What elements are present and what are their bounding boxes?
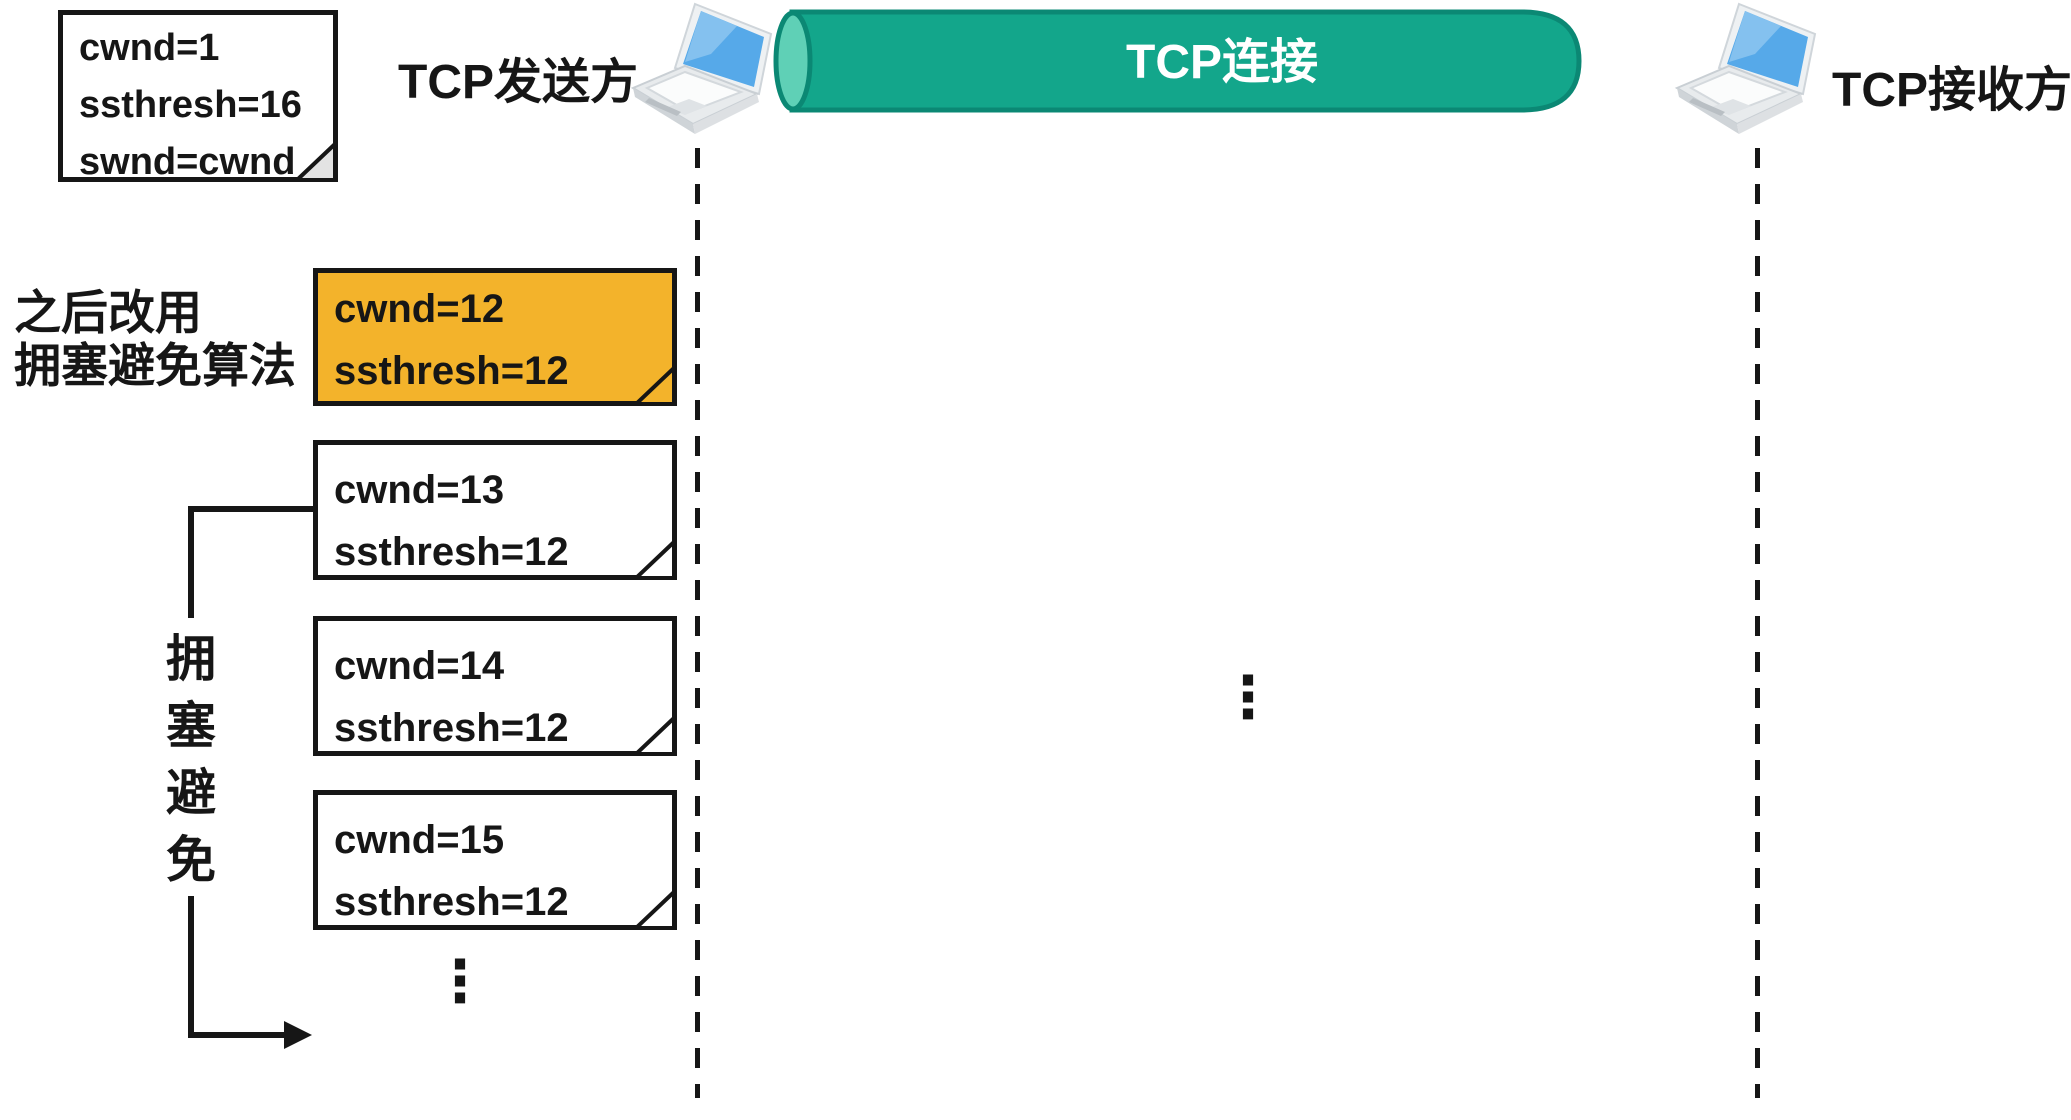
cwnd-note-12: cwnd=12 ssthresh=12 (313, 268, 677, 406)
bracket-arrow-shaft (188, 1032, 286, 1038)
cwnd-note-13: cwnd=13 ssthresh=12 (313, 440, 677, 580)
note-line: cwnd=14 (334, 644, 505, 688)
note-line: ssthresh=12 (334, 530, 569, 574)
page-fold-icon (634, 540, 676, 580)
congestion-avoidance-vertical-label: 拥塞避免 (166, 631, 216, 888)
timeline-continues-ellipsis-icon: ⋮ (1219, 663, 1277, 731)
note-line: ssthresh=12 (334, 880, 569, 924)
laptop-icon-sender (630, 2, 773, 134)
page-fold-icon (634, 716, 676, 756)
bracket-arrowhead-icon (284, 1021, 312, 1049)
page-fold-icon (634, 890, 676, 930)
tcp-sender-label: TCP发送方 (398, 56, 639, 109)
page-fold-icon (295, 142, 337, 182)
note-line: ssthresh=12 (334, 349, 569, 393)
note-line: cwnd=1 (79, 27, 220, 69)
switch-label-line: 拥塞避免算法 (14, 339, 296, 392)
tcp-connection-label: TCP连接 (1125, 35, 1319, 89)
more-notes-ellipsis-icon: ⋮ (431, 947, 489, 1015)
bracket-lower-vertical-line (188, 896, 194, 1036)
cwnd-note-14: cwnd=14 ssthresh=12 (313, 616, 677, 756)
receiver-timeline (1755, 148, 1760, 1098)
sender-timeline (695, 148, 700, 1098)
bracket-upper-vertical-line (188, 506, 194, 618)
bracket-top-line (188, 506, 315, 512)
note-line: cwnd=13 (334, 468, 505, 512)
initial-state-note: cwnd=1 ssthresh=16 swnd=cwnd (58, 10, 338, 183)
note-line: swnd=cwnd (79, 141, 296, 183)
tcp-connection-pipe: TCP连接 (770, 8, 1585, 114)
page-fold-icon (634, 366, 676, 406)
switch-to-congestion-avoidance-label: 之后改用 拥塞避免算法 (14, 286, 296, 392)
note-line: cwnd=12 (334, 287, 505, 331)
note-line: ssthresh=16 (79, 84, 302, 126)
tcp-receiver-label: TCP接收方 (1832, 64, 2071, 117)
laptop-icon-receiver (1674, 2, 1817, 134)
pipe-cylinder-icon (773, 9, 1582, 113)
note-line: ssthresh=12 (334, 706, 569, 750)
cwnd-note-15: cwnd=15 ssthresh=12 (313, 790, 677, 930)
note-line: cwnd=15 (334, 818, 505, 862)
switch-label-line: 之后改用 (14, 286, 202, 339)
